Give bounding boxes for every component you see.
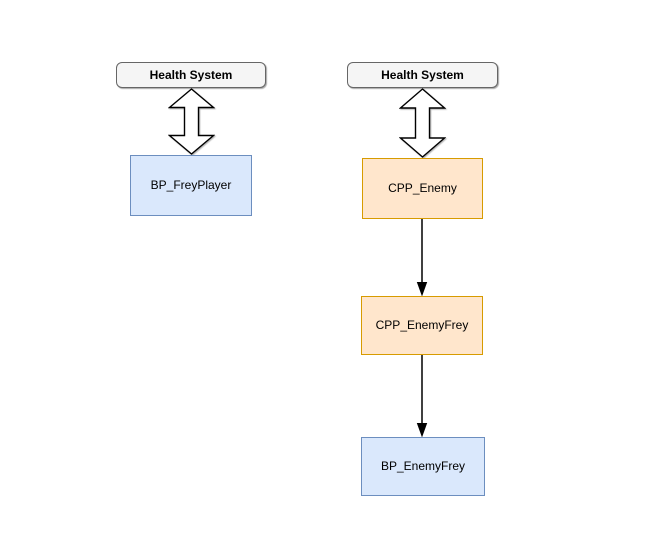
node-label: CPP_Enemy [388,181,457,196]
node-health-system-left: Health System [116,62,266,88]
arrow-connector-cpp-enemyfrey-to-bp-enemyfrey [416,355,428,437]
node-cpp-enemy: CPP_Enemy [362,158,483,219]
node-label: Health System [381,67,464,82]
double-arrow-connector-right [399,88,446,158]
node-bp-freyplayer: BP_FreyPlayer [130,155,252,216]
node-cpp-enemyfrey: CPP_EnemyFrey [361,296,483,355]
node-label: BP_FreyPlayer [150,178,232,193]
node-label: Health System [149,67,233,82]
node-label: CPP_EnemyFrey [375,318,469,333]
node-health-system-right: Health System [347,62,498,88]
node-bp-enemyfrey: BP_EnemyFrey [361,437,485,496]
double-arrow-connector-left [168,88,215,155]
node-label: BP_EnemyFrey [380,459,466,474]
arrow-connector-cpp-enemy-to-cpp-enemyfrey [416,219,428,296]
